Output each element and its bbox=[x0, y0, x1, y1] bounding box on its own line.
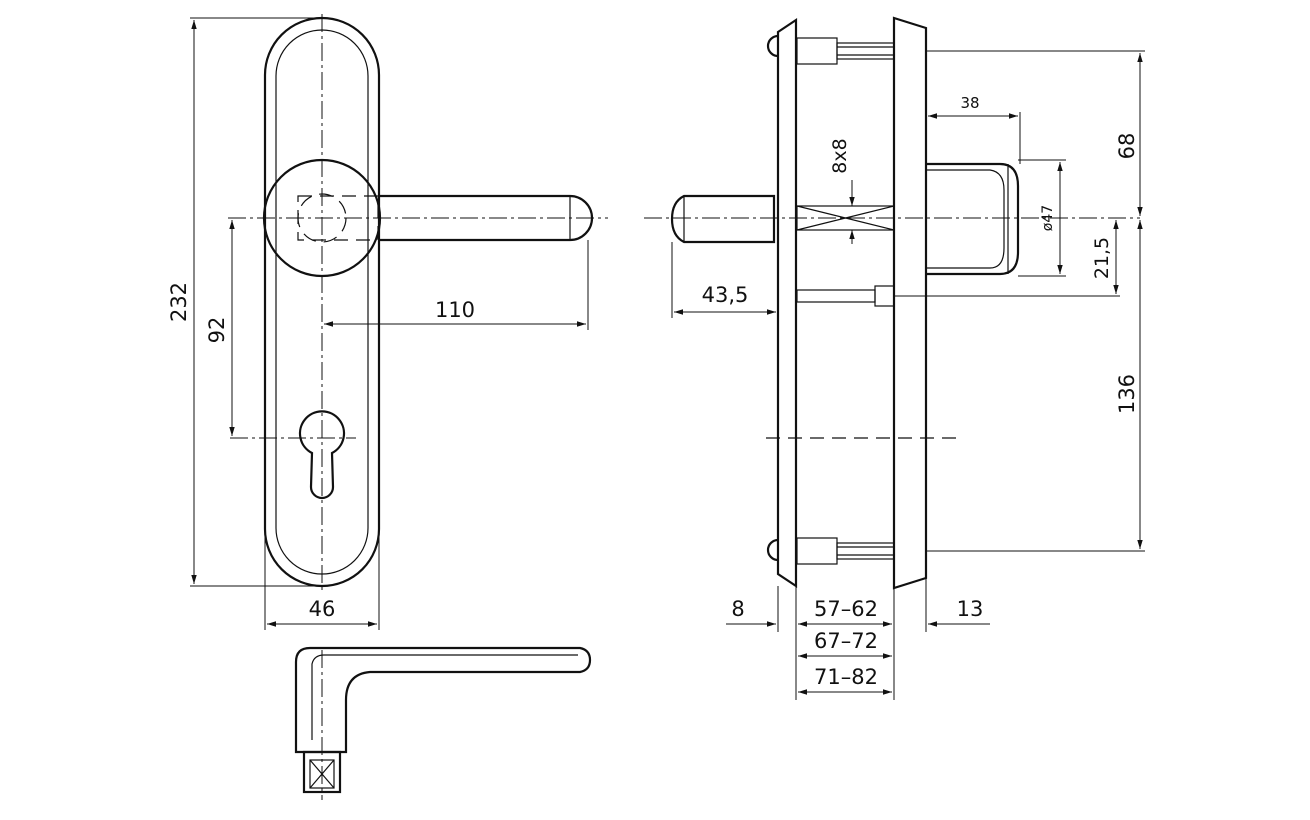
spindle-end-cross bbox=[309, 759, 335, 789]
spindle-stub bbox=[670, 194, 776, 244]
dim-21-5: 21,5 bbox=[1091, 237, 1113, 279]
dim-67-72: 67–72 bbox=[814, 629, 878, 653]
side-dimensions: 68 136 21,5 ø47 38 8x8 43,5 8 bbox=[671, 50, 1145, 700]
bolt-head-bottom bbox=[766, 538, 779, 562]
spindle-end-inner bbox=[309, 759, 335, 789]
dim-46: 46 bbox=[309, 597, 336, 621]
dim-57-62: 57–62 bbox=[814, 597, 878, 621]
bolt-bottom-sleeve bbox=[796, 537, 838, 565]
dim-47: ø47 bbox=[1040, 205, 1056, 231]
dim-110: 110 bbox=[435, 298, 475, 322]
dim-92: 92 bbox=[205, 317, 229, 344]
dim-232: 232 bbox=[167, 282, 191, 322]
dim-13: 13 bbox=[957, 597, 984, 621]
outer-plate bbox=[892, 16, 928, 590]
inner-plate bbox=[776, 17, 798, 589]
spindle-cross bbox=[796, 205, 895, 231]
dim-68: 68 bbox=[1115, 133, 1139, 160]
cylinder-keyhole bbox=[298, 410, 346, 500]
lever-top-inner bbox=[311, 654, 578, 740]
cylinder-screw bbox=[796, 289, 876, 303]
dim-136: 136 bbox=[1115, 374, 1139, 414]
dim-38: 38 bbox=[960, 94, 979, 112]
bolt-bottom-shaft bbox=[836, 542, 895, 560]
cylinder-screw-head bbox=[874, 285, 895, 307]
front-view bbox=[228, 14, 608, 590]
bolt-head-top bbox=[766, 34, 779, 58]
spindle-end bbox=[302, 750, 342, 794]
outer-rosette-curve bbox=[926, 169, 1005, 269]
lever-top-view bbox=[294, 646, 592, 800]
dim-43-5: 43,5 bbox=[702, 283, 749, 307]
dim-71-82: 71–82 bbox=[814, 665, 878, 689]
bolt-top-shaft bbox=[836, 42, 895, 60]
lever-top-outline bbox=[294, 646, 592, 754]
front-dimensions: 232 92 110 46 bbox=[167, 17, 589, 630]
dim-8: 8 bbox=[731, 597, 744, 621]
dim-8x8: 8x8 bbox=[829, 138, 851, 173]
outer-rosette bbox=[926, 162, 1020, 276]
bolt-top-sleeve bbox=[796, 37, 838, 65]
